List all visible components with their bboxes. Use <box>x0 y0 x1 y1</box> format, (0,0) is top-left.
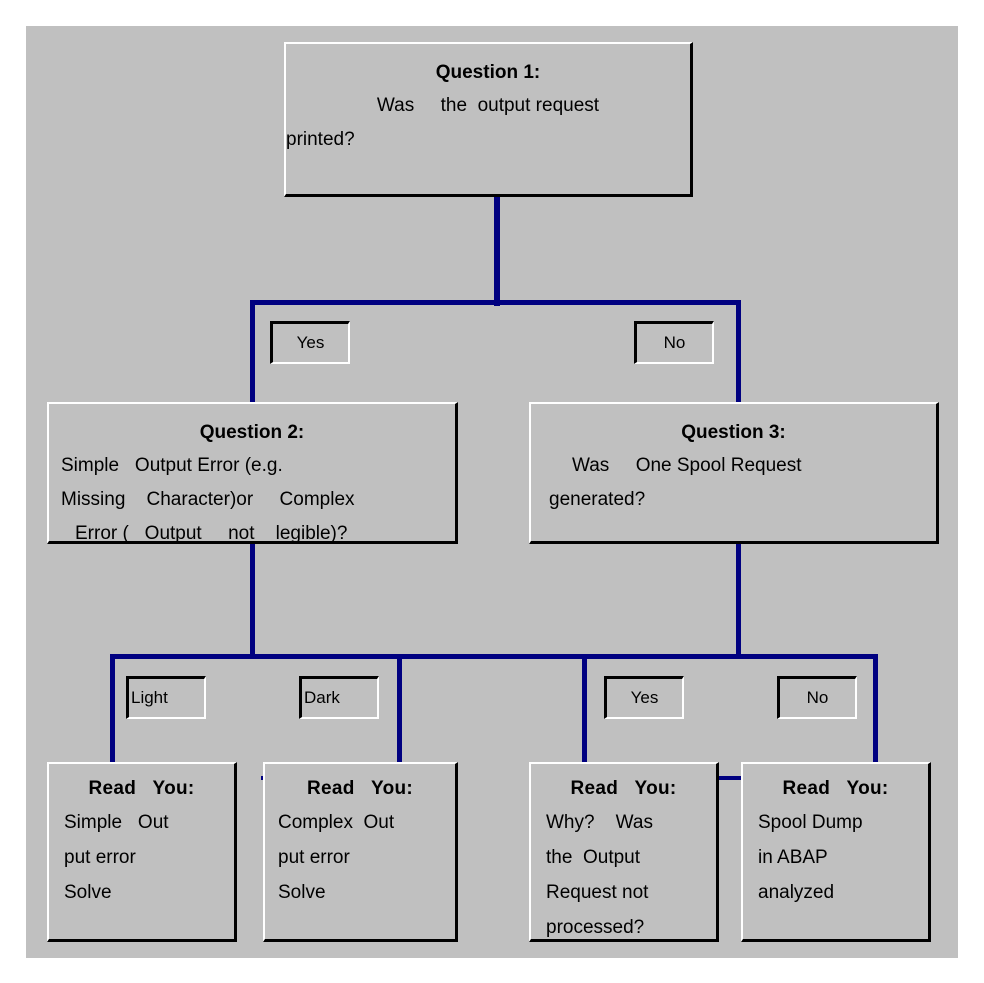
edge-label-q1-no[interactable]: No <box>634 321 714 364</box>
node-question-2[interactable]: Question 2: Simple Output Error (e.g. Mi… <box>47 402 458 544</box>
edge-to-leaf3 <box>582 654 587 762</box>
edge-q1-to-q3 <box>736 300 741 405</box>
question-1-title: Question 1: <box>435 62 541 83</box>
leaf-4-line-2: in ABAP <box>758 847 828 868</box>
leaf-2-line-3: Solve <box>278 882 326 903</box>
question-2-line-1: Simple Output Error (e.g. <box>61 455 283 476</box>
node-leaf-complex-output-error[interactable]: Read You: Complex Out put error Solve <box>263 762 458 942</box>
leaf-1-line-2: put error <box>64 847 136 868</box>
edge-label-q1-yes[interactable]: Yes <box>270 321 350 364</box>
node-leaf-output-request-not-processed[interactable]: Read You: Why? Was the Output Request no… <box>529 762 719 942</box>
edge-stub-leaf3-leaf4 <box>716 776 758 780</box>
edge-to-leaf1 <box>110 654 115 762</box>
question-2-line-3: Error ( Output not legible)? <box>75 523 348 544</box>
edge-label-q3-no[interactable]: No <box>777 676 857 719</box>
question-2-line-2: Missing Character)or Complex <box>61 489 355 510</box>
diagram-panel: Question 1: Was the output request print… <box>26 26 958 958</box>
edge-to-leaf4 <box>873 654 878 762</box>
edge-lower-bus <box>110 654 878 659</box>
edge-q2-stem <box>250 543 255 658</box>
question-1-line-2: printed? <box>286 129 355 150</box>
edge-q1-bus <box>250 300 741 305</box>
edge-label-q2-dark[interactable]: Dark <box>299 676 379 719</box>
node-leaf-simple-output-error[interactable]: Read You: Simple Out put error Solve <box>47 762 237 942</box>
edge-to-leaf2 <box>397 654 402 762</box>
leaf-1-line-1: Simple Out <box>64 812 169 833</box>
leaf-4-line-1: Spool Dump <box>758 812 863 833</box>
leaf-1-line-3: Solve <box>64 882 112 903</box>
leaf-3-line-1: Why? Was <box>546 812 653 833</box>
question-3-title: Question 3: <box>681 422 786 443</box>
leaf-2-title: Read You: <box>306 778 414 799</box>
leaf-4-line-3: analyzed <box>758 882 835 903</box>
leaf-3-line-4: processed? <box>546 917 645 938</box>
node-leaf-spool-dump-abap[interactable]: Read You: Spool Dump in ABAP analyzed <box>741 762 931 942</box>
question-3-line-2: generated? <box>549 489 646 510</box>
question-3-line-1: Was One Spool Request <box>572 455 802 476</box>
leaf-2-line-1: Complex Out <box>278 812 395 833</box>
edge-label-q2-light[interactable]: Light <box>126 676 206 719</box>
edge-q1-stem <box>494 191 500 306</box>
leaf-2-line-2: put error <box>278 847 350 868</box>
node-question-1[interactable]: Question 1: Was the output request print… <box>284 42 693 197</box>
edge-q3-stem <box>736 543 741 658</box>
node-question-3[interactable]: Question 3: Was One Spool Request genera… <box>529 402 939 544</box>
leaf-3-line-2: the Output <box>546 847 641 868</box>
question-2-title: Question 2: <box>199 422 305 443</box>
edge-q1-to-q2 <box>250 300 255 405</box>
question-1-line-1: Was the output request <box>376 95 600 116</box>
leaf-3-line-3: Request not <box>546 882 649 903</box>
edge-label-q3-yes[interactable]: Yes <box>604 676 684 719</box>
leaf-3-title: Read You: <box>570 778 677 799</box>
leaf-1-title: Read You: <box>88 778 195 799</box>
leaf-4-title: Read You: <box>782 778 889 799</box>
